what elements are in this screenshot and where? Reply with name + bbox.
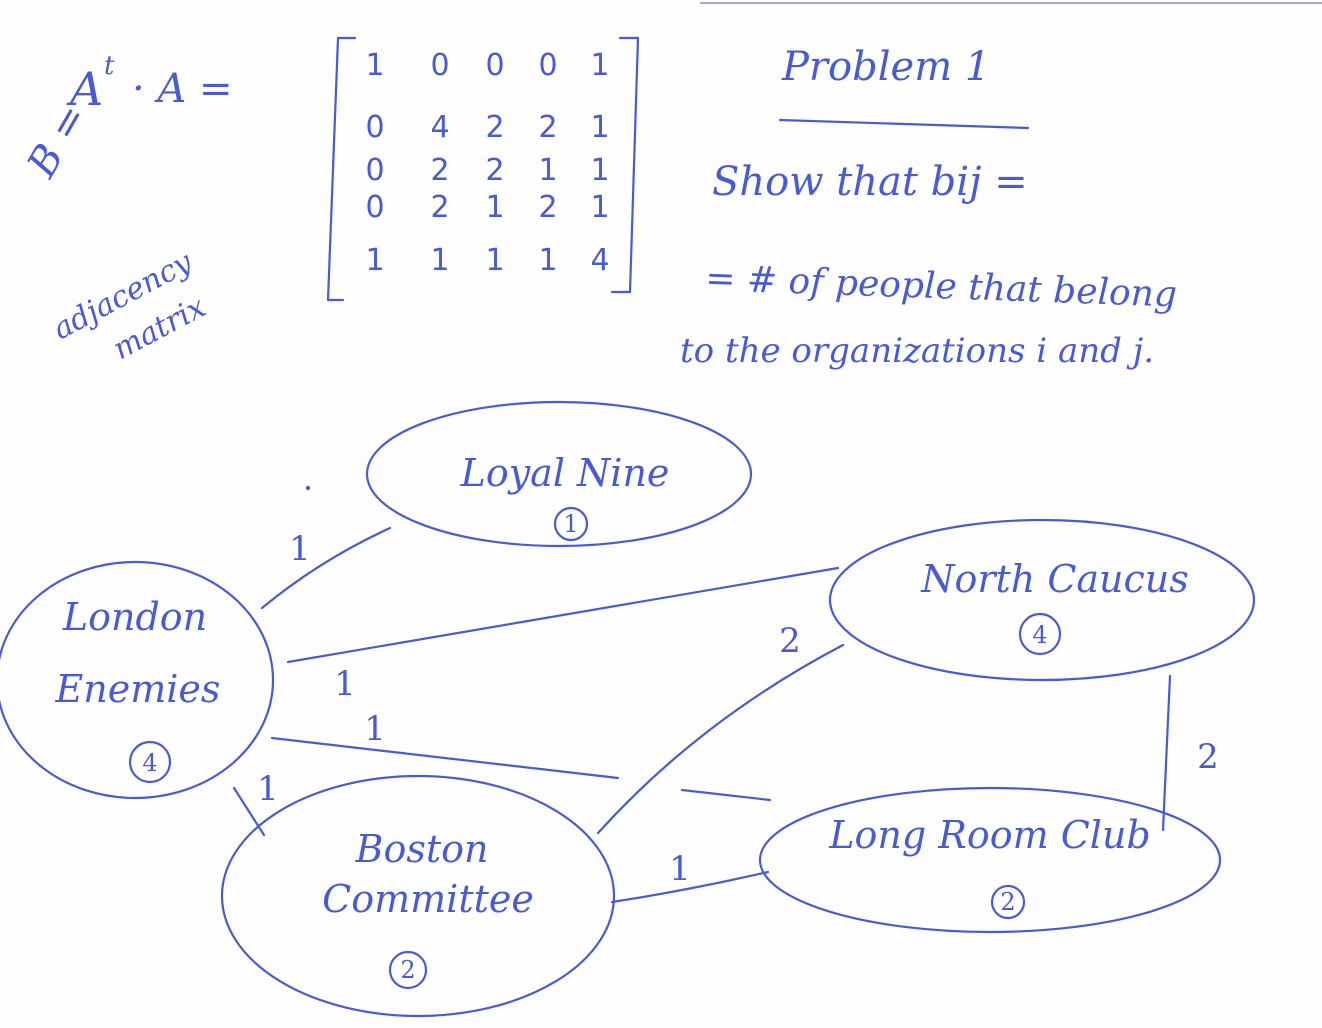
matrix-cell: 0 xyxy=(430,48,449,83)
node-london-enemies-count: 4 xyxy=(142,749,157,777)
problem-title-underline xyxy=(778,118,1030,130)
node-long-room-club-label: Long Room Club xyxy=(828,813,1151,857)
edge-london-loyal xyxy=(260,526,392,610)
formula-rhs: · A = xyxy=(132,66,233,112)
node-boston-committee-count: 2 xyxy=(400,956,415,984)
problem-statement: Problem 1 Show that bij = = # of people … xyxy=(680,44,1178,371)
matrix-cell: 1 xyxy=(538,153,557,188)
node-north-caucus-ellipse xyxy=(828,518,1256,682)
node-long-room-club-count-circle xyxy=(990,884,1026,920)
edge-boston-long xyxy=(610,870,770,904)
weight-london-boston: 1 xyxy=(257,769,279,809)
matrix-cell: 4 xyxy=(430,110,449,145)
node-long-room-club: Long Room Club 2 xyxy=(758,786,1222,934)
matrix-cell: 1 xyxy=(590,153,609,188)
matrix-cell: 1 xyxy=(590,110,609,145)
weight-london-loyal: 1 xyxy=(289,529,311,569)
matrix-cell: 1 xyxy=(365,48,384,83)
problem-line3: to the organizations i and j. xyxy=(680,331,1154,371)
formula-superscript: t xyxy=(104,51,115,81)
node-long-room-club-ellipse xyxy=(758,786,1222,934)
edge-weights: 1 1 1 1 2 1 2 xyxy=(257,529,1219,889)
matrix-cell: 1 xyxy=(538,243,557,278)
weight-london-long: 1 xyxy=(364,709,386,749)
matrix-cell: 1 xyxy=(590,48,609,83)
matrix-cell: 1 xyxy=(430,243,449,278)
node-london-enemies-line2: Enemies xyxy=(55,667,221,711)
problem-line1: Show that bij = xyxy=(712,159,1028,205)
node-boston-committee: Boston Committee 2 xyxy=(220,774,616,1018)
weight-boston-long: 1 xyxy=(669,849,691,889)
node-loyal-nine-count-circle xyxy=(553,506,589,542)
node-london-enemies-count-circle xyxy=(128,740,172,784)
matrix-cell: 0 xyxy=(538,48,557,83)
matrix-cell: 0 xyxy=(485,48,504,83)
matrix-cell: 2 xyxy=(538,190,557,225)
matrix-cell: 0 xyxy=(365,190,384,225)
stray-dot xyxy=(305,485,311,491)
matrix-caption: adjacency matrix xyxy=(47,244,211,367)
edges xyxy=(232,526,1172,904)
formula: A t · A = B = xyxy=(18,51,232,186)
matrix-cell: 1 xyxy=(590,190,609,225)
node-long-room-club-count: 2 xyxy=(1000,888,1015,916)
node-north-caucus: North Caucus 4 xyxy=(828,518,1256,682)
weight-boston-north: 2 xyxy=(779,621,801,661)
matrix-cell: 2 xyxy=(538,110,557,145)
edge-boston-north xyxy=(596,643,845,835)
edge-north-long xyxy=(1161,674,1172,832)
weight-north-long: 2 xyxy=(1197,737,1219,777)
formula-lhs: A xyxy=(66,62,103,116)
matrix-left-bracket xyxy=(326,36,357,302)
edge-london-north xyxy=(286,566,840,664)
node-north-caucus-label: North Caucus xyxy=(920,557,1189,601)
edge-london-long-a xyxy=(270,736,620,780)
matrix-cell: 1 xyxy=(365,243,384,278)
matrix-cell: 1 xyxy=(485,190,504,225)
matrix-right-bracket xyxy=(610,36,640,294)
node-north-caucus-count-circle xyxy=(1018,612,1062,656)
node-loyal-nine: Loyal Nine 1 xyxy=(365,400,753,548)
matrix-cell: 2 xyxy=(485,110,504,145)
node-boston-committee-count-circle xyxy=(388,950,428,990)
node-london-enemies-line1: London xyxy=(62,595,207,639)
node-london-enemies: London Enemies 4 xyxy=(0,560,275,800)
problem-line2: = # of people that belong xyxy=(705,258,1178,315)
matrix-cell: 1 xyxy=(485,243,504,278)
node-north-caucus-count: 4 xyxy=(1032,621,1047,649)
node-loyal-nine-count: 1 xyxy=(563,510,578,538)
matrix-cell: 0 xyxy=(365,110,384,145)
node-boston-committee-ellipse xyxy=(220,774,616,1018)
problem-title: Problem 1 xyxy=(781,44,990,90)
edge-london-long-b xyxy=(680,788,772,802)
weight-london-north: 1 xyxy=(334,664,356,704)
matrix-cell: 2 xyxy=(430,190,449,225)
node-london-enemies-ellipse xyxy=(0,560,275,800)
matrix-cell: 0 xyxy=(365,153,384,188)
matrix-cell: 2 xyxy=(485,153,504,188)
matrix-cell: 4 xyxy=(590,243,609,278)
matrix-cell: 2 xyxy=(430,153,449,188)
node-boston-committee-line2: Committee xyxy=(322,877,534,921)
node-loyal-nine-ellipse xyxy=(365,400,753,548)
node-loyal-nine-label: Loyal Nine xyxy=(460,451,670,495)
node-boston-committee-line1: Boston xyxy=(355,827,489,871)
